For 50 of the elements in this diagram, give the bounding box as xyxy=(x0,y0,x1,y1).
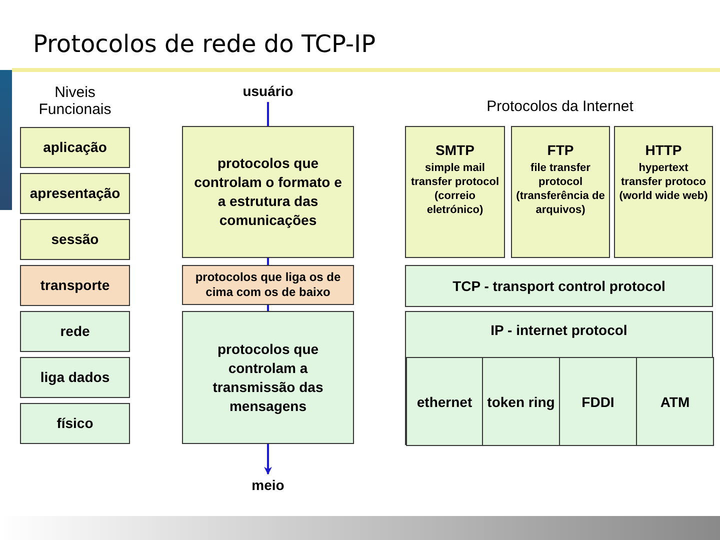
connector-line xyxy=(267,305,269,311)
protocol-box xyxy=(405,126,505,258)
protocol-group-box xyxy=(182,126,354,258)
arrow xyxy=(264,444,272,475)
box-text: protocolos que controlam a transmissão das mensagens xyxy=(212,340,324,416)
box-text: sessão xyxy=(51,230,99,249)
layer-box xyxy=(20,403,130,444)
protocol-box xyxy=(406,357,483,446)
protocol-group-box xyxy=(182,311,354,444)
layer-box xyxy=(20,219,130,260)
box-text: protocolos que controlam o formato e a estrutura das comunicações xyxy=(193,154,343,230)
protocol-box xyxy=(405,311,713,445)
box-text: file transfer protocol (transferência de arquivos) xyxy=(515,161,606,217)
layer-box xyxy=(20,173,130,214)
protocol-box xyxy=(405,265,713,307)
layer-box xyxy=(20,357,130,398)
box-text: apresentação xyxy=(30,184,120,203)
slide-title: Protocolos de rede do TCP-IP xyxy=(33,29,376,60)
box-text: token ring xyxy=(487,392,555,410)
column-heading: Protocolos da Internet xyxy=(486,97,634,117)
protocol-box xyxy=(482,357,560,446)
protocol-group-box xyxy=(182,265,354,305)
protocol-name: SMTP xyxy=(434,143,476,157)
connector-line xyxy=(267,102,269,126)
protocol-box xyxy=(614,126,713,258)
protocol-box xyxy=(511,126,610,258)
box-text: liga dados xyxy=(40,368,110,387)
box-text: ATM xyxy=(660,392,690,410)
column-heading: Niveis Funcionais xyxy=(38,84,112,118)
protocol-box xyxy=(636,357,714,446)
box-text: simple mail transfer protocol (correio eletrónico) xyxy=(410,161,500,217)
layer-box xyxy=(20,127,130,168)
box-text: IP - internet protocol xyxy=(490,321,628,340)
protocol-name: HTTP xyxy=(644,143,683,157)
box-text: usuário xyxy=(242,82,294,100)
box-text: protocolos que liga os de cima com os de baixo xyxy=(194,270,342,300)
box-text: ethernet xyxy=(416,392,472,410)
box-text: físico xyxy=(56,414,94,433)
box-text: hypertext transfer protoco (world wide web) xyxy=(618,161,709,203)
protocol-box xyxy=(559,357,637,446)
box-text: rede xyxy=(60,322,90,341)
box-text: meio xyxy=(252,476,284,494)
box-text: aplicação xyxy=(43,138,107,157)
connector-line xyxy=(267,258,269,265)
protocol-name: FTP xyxy=(546,143,575,157)
layer-box xyxy=(20,265,130,306)
box-text: TCP - transport control protocol xyxy=(452,276,666,296)
box-text: transporte xyxy=(40,276,110,295)
layer-box xyxy=(20,311,130,352)
box-text: FDDI xyxy=(582,392,614,410)
